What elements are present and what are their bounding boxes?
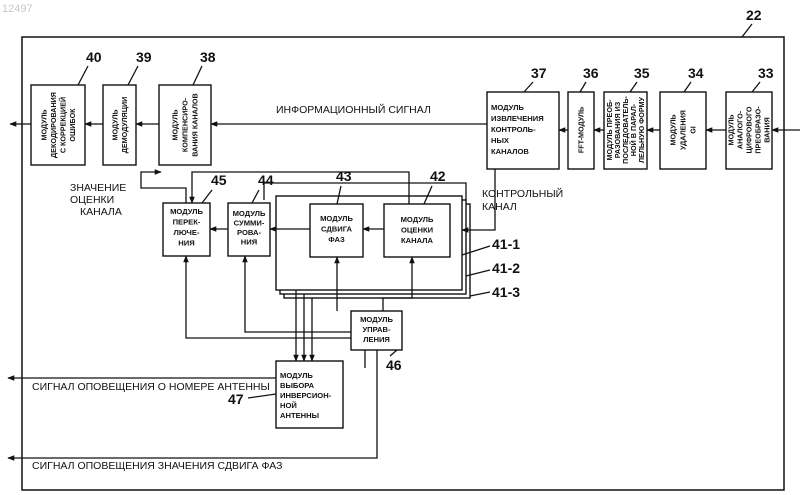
block-label-line: FFT-МОДУЛЬ bbox=[577, 107, 586, 153]
leader-38 bbox=[193, 66, 202, 85]
block-label-37-line: КАНАЛОВ bbox=[491, 147, 529, 156]
ref-42: 42 bbox=[430, 168, 446, 184]
ref-40: 40 bbox=[86, 49, 102, 65]
ref-33: 33 bbox=[758, 65, 774, 81]
block-label-37-line: НЫХ bbox=[491, 136, 509, 145]
block-label-line: КОМПЕНСИРО- bbox=[181, 97, 190, 152]
block-label-line: МОДУЛЬ bbox=[727, 114, 736, 145]
block-label-line: МОДУЛЬ bbox=[669, 114, 678, 145]
ref-41-1: 41-1 bbox=[492, 236, 520, 252]
leader-41-3 bbox=[470, 292, 490, 296]
block-label-line: ДЕКОДИРОВАНИЯ bbox=[49, 92, 58, 158]
block-label-43-line: ФАЗ bbox=[328, 235, 345, 244]
ref-47: 47 bbox=[228, 391, 244, 407]
block-label-line: ВАНИЯ КАНАЛОВ bbox=[191, 93, 200, 156]
block-label-line: ДЕМОДУЛЯЦИИ bbox=[120, 97, 129, 154]
block-label-47-line: АНТЕННЫ bbox=[280, 411, 319, 420]
block-label-44-line: НИЯ bbox=[241, 238, 257, 247]
block-label-line: МОДУЛЬ bbox=[110, 109, 119, 140]
ref-34: 34 bbox=[688, 65, 704, 81]
ref-46: 46 bbox=[386, 357, 402, 373]
block-label-line: ОШИБОК bbox=[68, 108, 77, 142]
block-label-42-line: ОЦЕНКИ bbox=[401, 226, 433, 235]
block-label-44-line: РОВА- bbox=[237, 228, 261, 237]
block-label-line: С КОРРЕКЦИЕЙ bbox=[58, 97, 67, 153]
wire-estimate-38 bbox=[141, 172, 186, 203]
ref-41-2: 41-2 bbox=[492, 260, 520, 276]
label-control-channel-2: КАНАЛ bbox=[482, 201, 517, 213]
block-label-45-line: МОДУЛЬ bbox=[170, 207, 203, 216]
block-label-46-line: МОДУЛЬ bbox=[360, 315, 393, 324]
block-label-line: УДАЛЕНИЯ bbox=[679, 110, 688, 150]
block-label-line: GI bbox=[689, 126, 698, 134]
ref-39: 39 bbox=[136, 49, 152, 65]
leader-44 bbox=[252, 190, 259, 203]
ref-43: 43 bbox=[336, 168, 352, 184]
ref-38: 38 bbox=[200, 49, 216, 65]
block-label-42-line: МОДУЛЬ bbox=[401, 215, 434, 224]
block-label-47-line: НОЙ bbox=[280, 401, 297, 410]
leader-22 bbox=[742, 24, 752, 37]
block-label-42-line: КАНАЛА bbox=[401, 236, 434, 245]
block-label-line: АНАЛОГО- bbox=[736, 110, 745, 149]
label-control-channel-1: КОНТРОЛЬНЫЙ bbox=[482, 187, 563, 200]
leader-39 bbox=[128, 66, 138, 85]
block-label-46-line: ЛЕНИЯ bbox=[363, 335, 390, 344]
leader-40 bbox=[78, 66, 88, 85]
leader-37 bbox=[524, 82, 533, 92]
block-label-line: ВАНИЯ bbox=[763, 117, 772, 143]
block-label-44-line: МОДУЛЬ bbox=[233, 209, 266, 218]
leader-47 bbox=[248, 394, 276, 398]
block-label-43-line: СДВИГА bbox=[321, 225, 353, 234]
block-label-line: МОДУЛЬ bbox=[39, 109, 48, 140]
ref-22: 22 bbox=[746, 7, 762, 23]
block-label-37-line: КОНТРОЛЬ- bbox=[491, 125, 536, 134]
label-antenna-notice: СИГНАЛ ОПОВЕЩЕНИЯ О НОМЕРЕ АНТЕННЫ bbox=[32, 381, 270, 393]
block-label-45-line: НИЯ bbox=[178, 239, 194, 248]
block-label-line: ПРЕОБРАЗО- bbox=[754, 106, 763, 154]
block-label-47-line: ВЫБОРА bbox=[280, 381, 315, 390]
block-label-47-line: ИНВЕРСИОН- bbox=[280, 391, 332, 400]
leader-34 bbox=[684, 82, 691, 92]
ref-45: 45 bbox=[211, 172, 227, 188]
ref-41-3: 41-3 bbox=[492, 284, 520, 300]
label-channel-estimate-2: ОЦЕНКИ bbox=[70, 194, 114, 206]
label-channel-estimate-3: КАНАЛА bbox=[80, 206, 122, 218]
leader-33 bbox=[752, 82, 760, 92]
block-label-47-line: МОДУЛЬ bbox=[280, 371, 313, 380]
leader-45 bbox=[202, 190, 212, 203]
ref-44: 44 bbox=[258, 172, 274, 188]
block-label-line: МОДУЛЬ bbox=[171, 109, 180, 140]
label-channel-estimate-1: ЗНАЧЕНИЕ bbox=[70, 182, 126, 194]
label-phase-notice: СИГНАЛ ОПОВЕЩЕНИЯ ЗНАЧЕНИЯ СДВИГА ФАЗ bbox=[32, 460, 282, 472]
label-info-signal: ИНФОРМАЦИОННЫЙ СИГНАЛ bbox=[276, 103, 431, 116]
ref-35: 35 bbox=[634, 65, 650, 81]
leader-35 bbox=[630, 82, 637, 92]
block-label-44-line: СУММИ- bbox=[234, 219, 265, 228]
block-label-35: МОДУЛЬ ПРЕОБ-РАЗОВАНИЯ ИЗПОСЛЕДОВАТЕЛЬ-Н… bbox=[605, 96, 646, 164]
block-label-37-line: ИЗВЛЕЧЕНИЯ bbox=[491, 114, 544, 123]
block-label-37-line: МОДУЛЬ bbox=[491, 103, 524, 112]
block-label-43-line: МОДУЛЬ bbox=[320, 214, 353, 223]
watermark: 12497 bbox=[2, 3, 33, 15]
block-label-46-line: УПРАВ- bbox=[362, 325, 391, 334]
block-label-45-line: ЛЮЧЕ- bbox=[174, 228, 200, 237]
block-label-line: ЦИФРОВОГО bbox=[745, 106, 754, 153]
block-label-line: ЛЕЛЬНУЮ ФОРМУ bbox=[637, 96, 646, 163]
ref-37: 37 bbox=[531, 65, 547, 81]
ref-36: 36 bbox=[583, 65, 599, 81]
block-label-45-line: ПЕРЕК- bbox=[173, 218, 201, 227]
leader-46 bbox=[390, 350, 397, 356]
block-label-36: FFT-МОДУЛЬ bbox=[577, 107, 586, 153]
leader-36 bbox=[580, 82, 586, 92]
